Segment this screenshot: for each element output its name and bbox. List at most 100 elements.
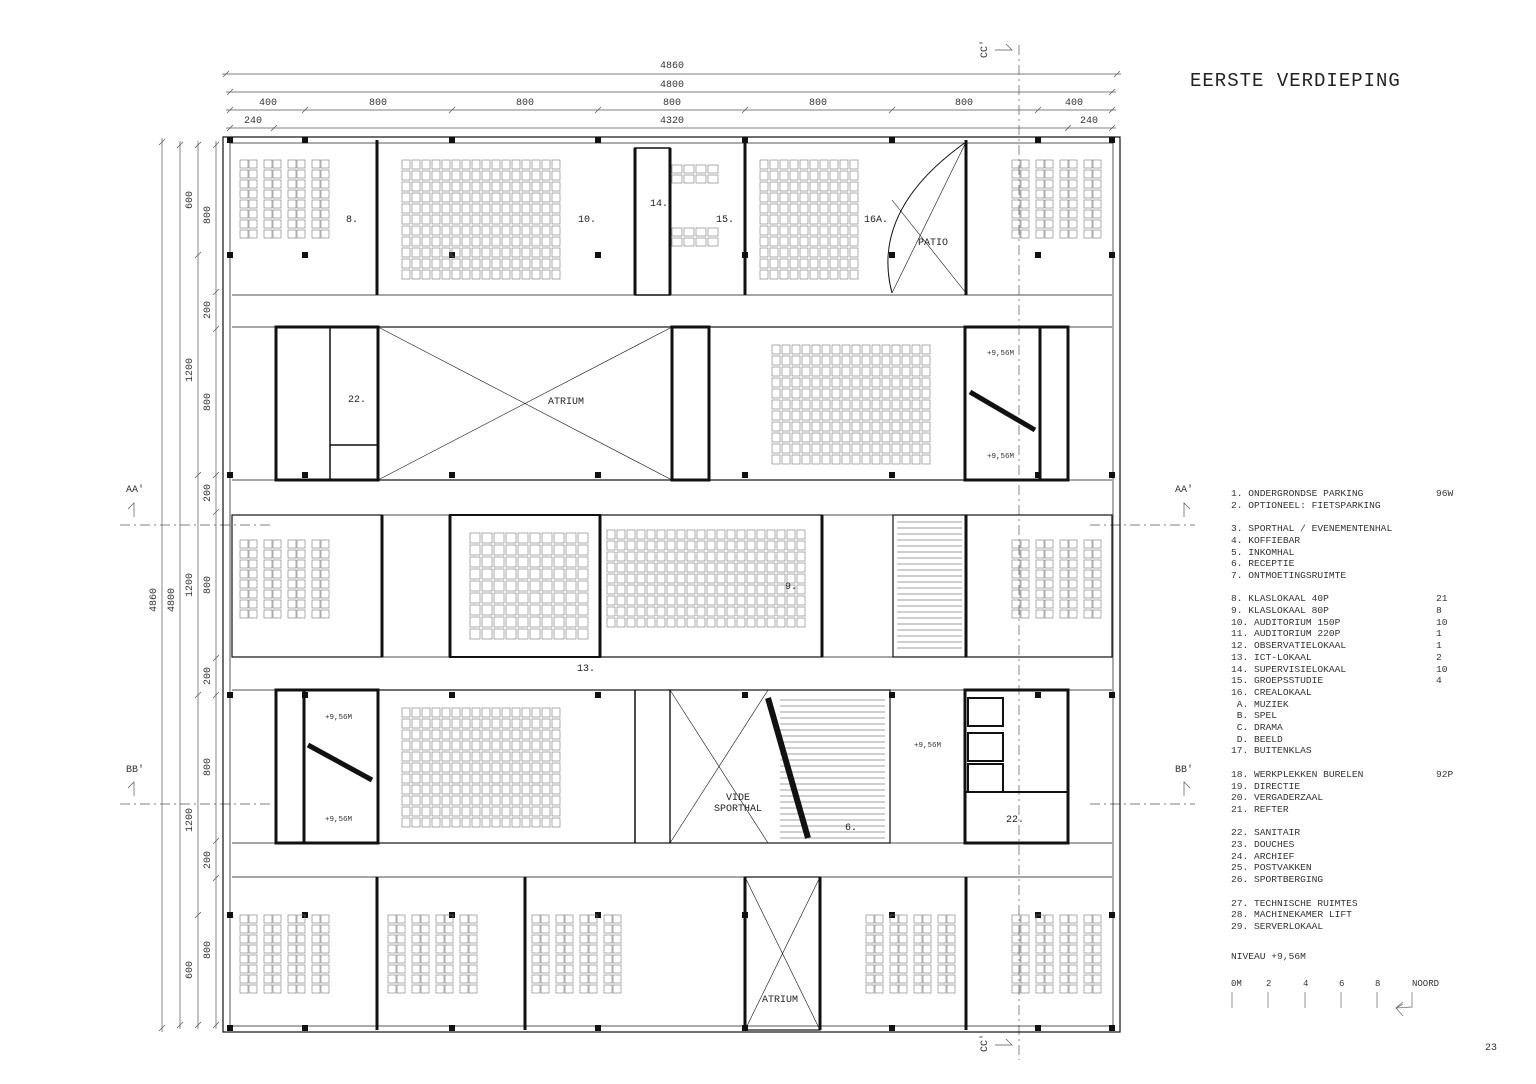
- seat: [431, 247, 441, 258]
- seat: [881, 377, 891, 388]
- facade-inner: [229, 142, 1114, 1027]
- seat: [937, 984, 947, 994]
- legend-item: 2. OPTIONEEL: FIETSPARKING: [1231, 500, 1466, 512]
- seat: [401, 773, 411, 784]
- seat: [819, 159, 829, 170]
- seat: [901, 377, 911, 388]
- seat: [819, 269, 829, 280]
- seat: [441, 247, 451, 258]
- room-16a: 16A.: [864, 215, 888, 226]
- seat: [468, 974, 478, 984]
- seat: [831, 421, 841, 432]
- seat: [521, 159, 531, 170]
- seat: [1035, 549, 1045, 559]
- legend-count: 21: [1436, 593, 1448, 605]
- seat: [311, 209, 321, 219]
- seat: [551, 751, 561, 762]
- seat: [461, 795, 471, 806]
- seat: [776, 562, 786, 573]
- seat: [421, 817, 431, 828]
- seat: [577, 532, 589, 544]
- seat: [239, 539, 249, 549]
- seat: [531, 247, 541, 258]
- seat: [540, 914, 550, 924]
- seat: [441, 740, 451, 751]
- seat: [588, 934, 598, 944]
- dim-sub: 800: [203, 393, 214, 411]
- seat: [821, 355, 831, 366]
- seat: [736, 540, 746, 551]
- seat: [565, 616, 577, 628]
- column: [1035, 472, 1041, 478]
- seat: [517, 544, 529, 556]
- seat: [263, 179, 273, 189]
- north-label: NOORD: [1412, 979, 1439, 989]
- seat: [320, 964, 330, 974]
- column: [1035, 137, 1041, 143]
- seat: [491, 192, 501, 203]
- seat: [1035, 189, 1045, 199]
- seat: [759, 159, 769, 170]
- seat: [911, 344, 921, 355]
- seat: [565, 628, 577, 640]
- seat: [411, 806, 421, 817]
- seat: [531, 729, 541, 740]
- seat: [311, 974, 321, 984]
- seat: [531, 984, 541, 994]
- seat: [493, 604, 505, 616]
- seat: [937, 934, 947, 944]
- seat: [759, 192, 769, 203]
- seat: [829, 258, 839, 269]
- legend-item: 26. SPORTBERGING: [1231, 874, 1466, 886]
- seat: [493, 544, 505, 556]
- seat: [239, 954, 249, 964]
- seat: [491, 784, 501, 795]
- seat: [421, 181, 431, 192]
- seat: [707, 227, 719, 237]
- seat: [564, 914, 574, 924]
- seat: [287, 954, 297, 964]
- seat: [551, 236, 561, 247]
- seat: [411, 954, 421, 964]
- seat: [551, 269, 561, 280]
- seat: [695, 237, 707, 247]
- level-label: +9,56M: [914, 742, 942, 750]
- seat: [421, 247, 431, 258]
- seat: [1083, 914, 1093, 924]
- seat: [789, 258, 799, 269]
- seat: [819, 258, 829, 269]
- seat: [1011, 934, 1021, 944]
- seat: [676, 562, 686, 573]
- seat: [911, 443, 921, 454]
- seat: [431, 236, 441, 247]
- seat: [1068, 589, 1078, 599]
- seat: [759, 236, 769, 247]
- seat: [511, 159, 521, 170]
- seat: [471, 751, 481, 762]
- seat: [1068, 599, 1078, 609]
- lift: [967, 732, 1004, 762]
- section-bb-left: BB': [126, 764, 144, 776]
- seat: [431, 170, 441, 181]
- seat: [501, 203, 511, 214]
- seat: [263, 589, 273, 599]
- seat: [320, 944, 330, 954]
- seat: [296, 209, 306, 219]
- seat: [636, 562, 646, 573]
- seat: [469, 532, 481, 544]
- dim-edge-mid: 4320: [660, 116, 684, 127]
- seat: [726, 540, 736, 551]
- seat: [505, 580, 517, 592]
- seat: [431, 192, 441, 203]
- seat: [287, 974, 297, 984]
- seat: [1083, 599, 1093, 609]
- seat: [811, 454, 821, 465]
- seat: [421, 751, 431, 762]
- legend-label: 21. REFTER: [1231, 803, 1289, 815]
- seat: [553, 532, 565, 544]
- seat: [891, 366, 901, 377]
- seat: [541, 707, 551, 718]
- seat: [769, 181, 779, 192]
- seat: [565, 556, 577, 568]
